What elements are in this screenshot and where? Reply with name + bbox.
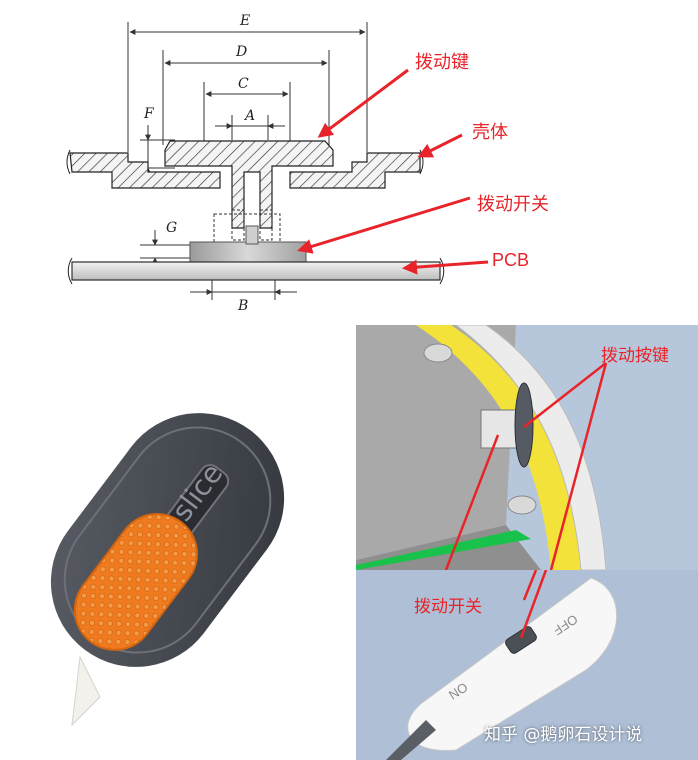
dim-label-A: A bbox=[243, 108, 255, 124]
switch-slot-right bbox=[259, 209, 273, 241]
callout-toggle-button: 拨动按键 bbox=[601, 346, 669, 366]
cad-device-edge bbox=[386, 720, 436, 760]
blade bbox=[71, 655, 101, 727]
cad-post-bottom bbox=[507, 495, 537, 515]
orange-slider-knob bbox=[73, 512, 198, 651]
cad-grey-body bbox=[356, 325, 516, 560]
toggle-switch-lever bbox=[245, 225, 259, 245]
callout-toggle-key: 拨动键 bbox=[415, 52, 469, 73]
cad-exterior-view: ON OFF 拨动开关 知乎 @鹅卵石设计说 bbox=[356, 570, 698, 760]
cad-top-arrows bbox=[444, 362, 608, 570]
callout-toggle-switch: 拨动开关 bbox=[477, 194, 549, 215]
cad-green-pcb bbox=[356, 530, 531, 570]
watermark: 知乎 @鹅卵石设计说 bbox=[484, 725, 643, 745]
dim-label-B: B bbox=[237, 298, 248, 310]
cad-bottom-arrows bbox=[519, 570, 548, 639]
toggle-key-section bbox=[164, 140, 334, 229]
cad-device-switch bbox=[505, 626, 537, 654]
housing-section bbox=[69, 152, 221, 189]
cad-exterior-svg: ON OFF bbox=[386, 570, 618, 760]
dim-label-E: E bbox=[239, 13, 250, 29]
housing-break-left bbox=[66, 149, 71, 175]
cad-toggle-button bbox=[514, 382, 534, 468]
cross-section-drawing: E D C A F G B 拨动键 bbox=[0, 0, 698, 310]
cutter-illustration: slice bbox=[50, 413, 285, 727]
product-photo: slice bbox=[0, 325, 345, 760]
drawing-callout-arrows bbox=[297, 68, 489, 275]
dim-label-G: G bbox=[166, 220, 177, 236]
cad-switch-block bbox=[480, 409, 522, 449]
cad-interior-view: 拨动按键 bbox=[356, 325, 698, 570]
callout-housing: 壳体 bbox=[472, 122, 508, 143]
toggle-switch-body bbox=[189, 241, 307, 265]
pcb-break-left bbox=[67, 257, 73, 285]
pcb-board bbox=[71, 261, 441, 281]
dim-label-D: D bbox=[235, 44, 247, 60]
dim-label-F: F bbox=[143, 106, 155, 122]
cutter-case bbox=[50, 413, 285, 667]
cad-interior-svg bbox=[356, 325, 608, 570]
pcb-break-right bbox=[439, 257, 445, 285]
housing-section-right bbox=[289, 152, 421, 189]
callout-cad-toggle-switch: 拨动开关 bbox=[414, 597, 482, 617]
cad-yellow-frame bbox=[416, 325, 581, 570]
dim-label-C: C bbox=[238, 76, 249, 92]
cad-device-shell bbox=[407, 577, 618, 751]
cross-section-svg: E D C A F G B bbox=[66, 13, 489, 310]
cad-post-top bbox=[423, 343, 453, 363]
switch-slot-left bbox=[231, 209, 245, 241]
callout-pcb: PCB bbox=[492, 250, 530, 270]
